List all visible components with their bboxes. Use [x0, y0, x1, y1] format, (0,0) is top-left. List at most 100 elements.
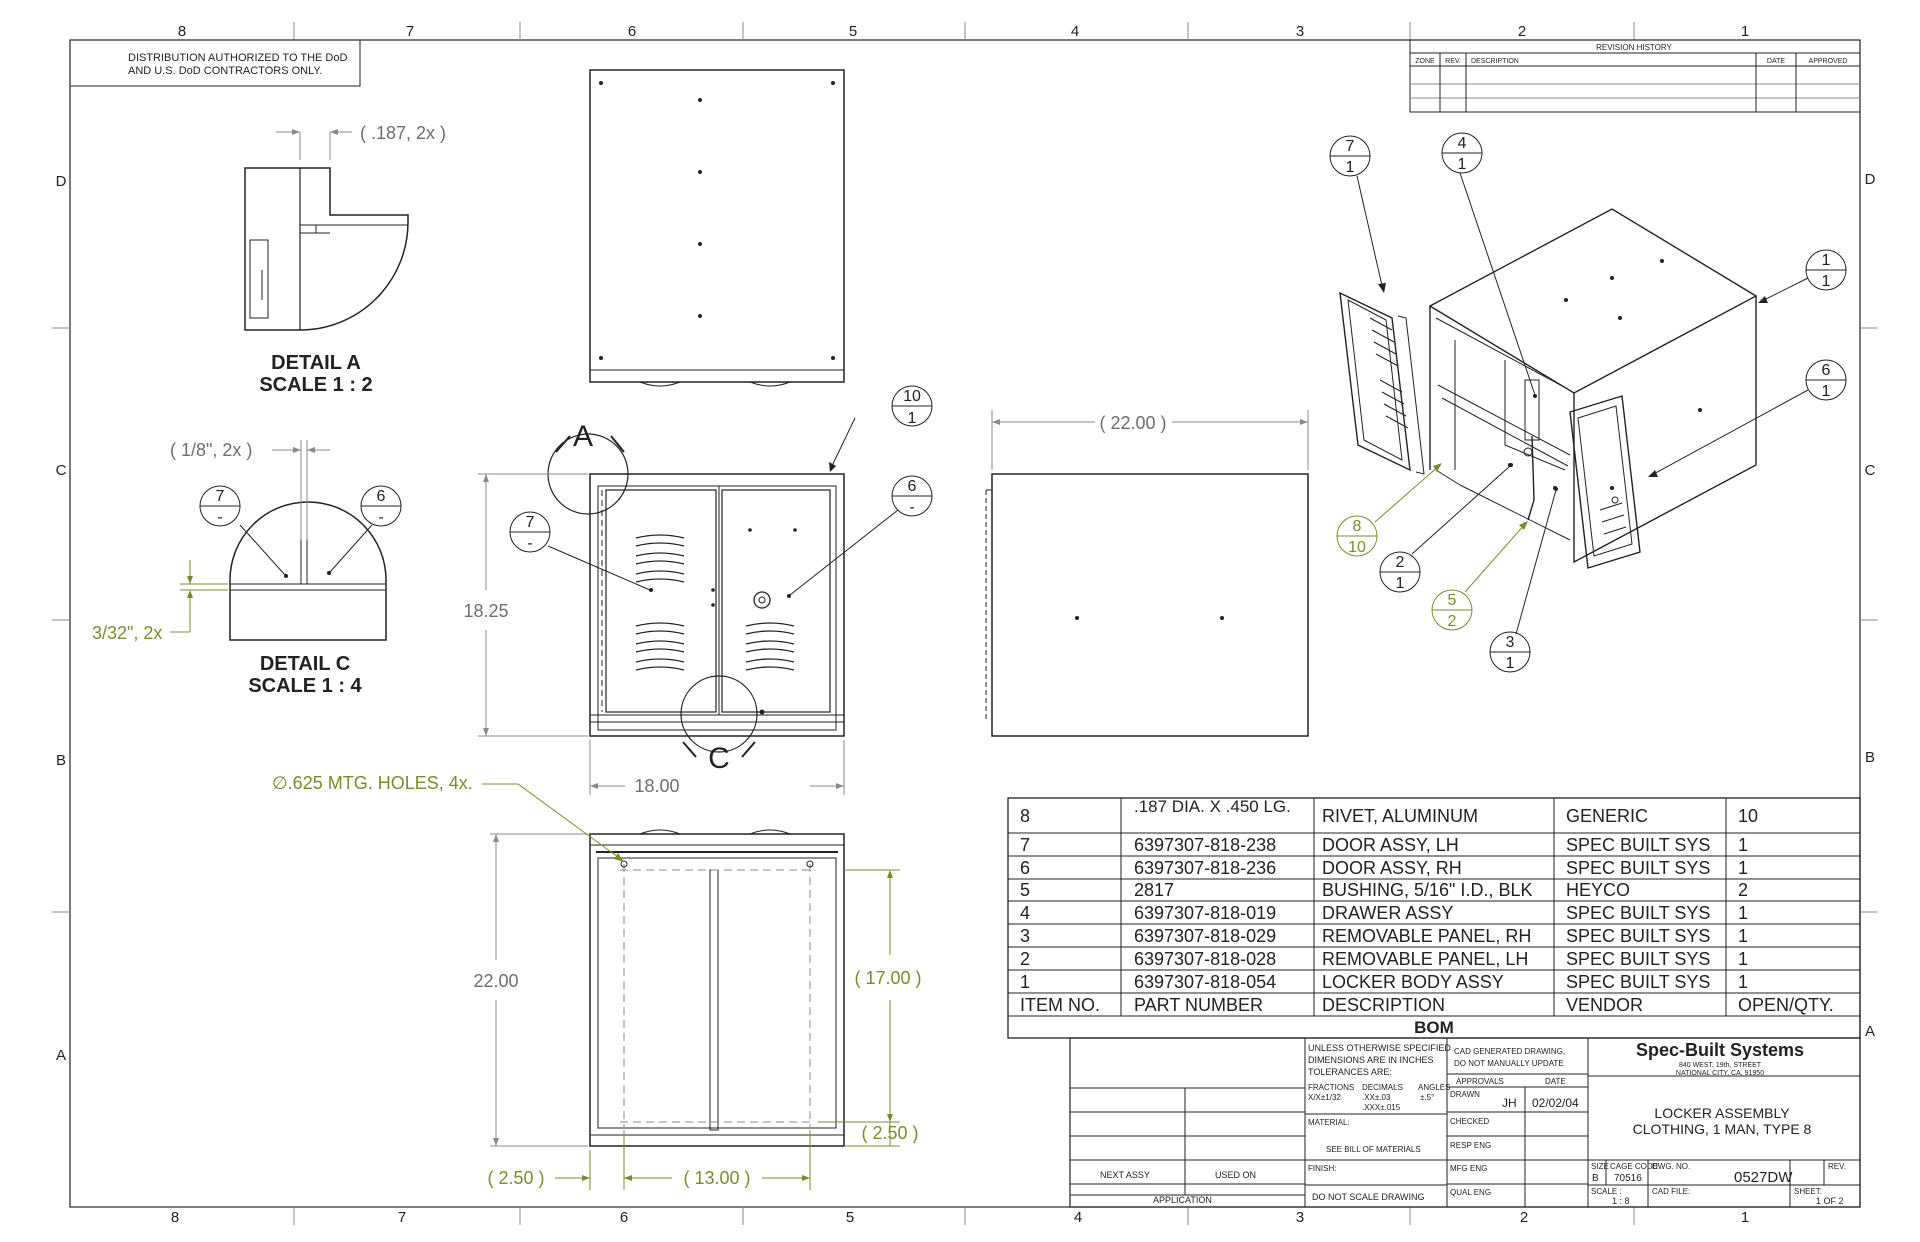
company-address: 840 WEST, 19th, STREET — [1679, 1062, 1762, 1069]
balloon-item-10: 10 1 — [829, 385, 933, 472]
decimals-label: DECIMALS — [1362, 1083, 1403, 1092]
scale-value: 1 : 8 — [1612, 1196, 1630, 1206]
resp-eng-label: RESP ENG — [1450, 1141, 1491, 1150]
decimals-value: .XX±.03 — [1362, 1093, 1391, 1102]
balloon-bottom: 1 — [1396, 575, 1405, 592]
angles-value: ±.5° — [1420, 1093, 1434, 1102]
dimension-17: ( 17.00 ) — [854, 968, 921, 988]
scale-label: SCALE : — [1591, 1187, 1622, 1196]
detail-a-marker: A — [573, 420, 593, 453]
bom-cell: 8 — [1020, 806, 1030, 826]
revision-header: DESCRIPTION — [1471, 58, 1519, 65]
bom-cell: 1 — [1020, 972, 1030, 992]
bom-cell: 10 — [1738, 806, 1758, 826]
balloon-top: 6 — [377, 488, 386, 505]
bom-cell: 1 — [1738, 926, 1748, 946]
zone-row: D — [1865, 171, 1876, 188]
bom-cell: 1 — [1738, 835, 1748, 855]
detail-c-dimension-small: 3/32", 2x — [92, 623, 162, 643]
detail-c-marker: C — [708, 742, 730, 775]
bom-cell: SPEC BUILT SYS — [1566, 858, 1710, 878]
side-view: ( 22.00 ) — [985, 410, 1309, 737]
bom-cell: 3 — [1020, 926, 1030, 946]
bom-cell: 6397307-818-236 — [1134, 858, 1276, 878]
bom-cell: 7 — [1020, 835, 1030, 855]
bom-cell: 6 — [1020, 858, 1030, 878]
balloon-bottom: 10 — [1348, 539, 1366, 556]
revision-title: REVISION HISTORY — [1596, 43, 1672, 52]
bom-cell: .187 DIA. X .450 LG. — [1134, 797, 1291, 816]
balloon-bottom: - — [217, 509, 222, 526]
zone-col: 6 — [620, 1209, 628, 1226]
balloon-top: 6 — [908, 478, 917, 495]
size-label: SIZE — [1591, 1162, 1609, 1171]
material-value: SEE BILL OF MATERIALS — [1326, 1145, 1421, 1154]
detail-a: ( .187, 2x ) DETAIL A SCALE 1 : 2 — [244, 123, 446, 396]
zone-labels: 8 7 6 5 4 3 2 1 8 7 6 5 4 3 2 1 D C B A … — [56, 23, 1876, 1226]
mfg-eng-label: MFG ENG — [1450, 1164, 1487, 1173]
material-label: MATERIAL: — [1308, 1118, 1350, 1127]
bom-cell: DOOR ASSY, RH — [1322, 858, 1462, 878]
angles-label: ANGLES — [1418, 1083, 1450, 1092]
decimals-value: .XXX±.015 — [1362, 1103, 1401, 1112]
balloon-top: 1 — [1822, 252, 1831, 269]
balloon-item-7: 7 - — [509, 511, 653, 592]
balloon-item-5-iso: 5 2 — [1431, 521, 1528, 631]
bom-cell: REMOVABLE PANEL, LH — [1322, 949, 1528, 969]
bom-header: OPEN/QTY. — [1738, 995, 1834, 1015]
bom-cell: 5 — [1020, 880, 1030, 900]
date-label: DATE — [1545, 1077, 1566, 1086]
front-view: A C 18.25 18.00 — [463, 420, 845, 796]
detail-c-callout-circle — [680, 675, 758, 753]
revision-header: DATE — [1767, 58, 1785, 65]
front-width-dimension: 18.00 — [634, 776, 679, 796]
zone-col: 8 — [178, 23, 186, 40]
bom-cell: 6397307-818-019 — [1134, 903, 1276, 923]
finish-label: FINISH: — [1308, 1164, 1336, 1173]
detail-c-scale: SCALE 1 : 4 — [248, 675, 362, 697]
balloon-bottom: 2 — [1448, 613, 1457, 630]
bom-table: 8 .187 DIA. X .450 LG. RIVET, ALUMINUM G… — [1007, 797, 1861, 1039]
next-assy-label: NEXT ASSY — [1100, 1170, 1150, 1180]
zone-col: 1 — [1741, 1209, 1749, 1226]
balloon-bottom: 1 — [908, 410, 917, 427]
application-label: APPLICATION — [1153, 1195, 1212, 1205]
detail-c-title: DETAIL C — [260, 653, 350, 675]
balloon-item-7-iso: 7 1 — [1329, 135, 1386, 293]
bom-cell: 6397307-818-238 — [1134, 835, 1276, 855]
revision-header: REV. — [1445, 58, 1461, 65]
tolerance-note: DIMENSIONS ARE IN INCHES — [1308, 1055, 1434, 1065]
mounting-holes-note: ∅.625 MTG. HOLES, 4x. — [272, 773, 473, 793]
cad-note: DO NOT MANUALLY UPDATE — [1454, 1059, 1564, 1068]
no-scale-note: DO NOT SCALE DRAWING — [1312, 1192, 1425, 1202]
zone-col: 7 — [406, 23, 414, 40]
balloon-top: 2 — [1396, 554, 1405, 571]
balloon-bottom: - — [378, 509, 383, 526]
balloons: 10 1 7 - 6 - 7 - 6 - 7 1 — [199, 132, 1847, 673]
company-name: Spec-Built Systems — [1636, 1040, 1804, 1060]
balloon-top: 5 — [1448, 592, 1457, 609]
bom-cell: REMOVABLE PANEL, RH — [1322, 926, 1531, 946]
balloon-bottom: 1 — [1822, 383, 1831, 400]
bom-cell: SPEC BUILT SYS — [1566, 972, 1710, 992]
cad-file-label: CAD FILE: — [1652, 1187, 1690, 1196]
rev-label: REV. — [1828, 1162, 1846, 1171]
notice-line: AND U.S. DoD CONTRACTORS ONLY. — [128, 65, 322, 77]
balloon-top: 6 — [1822, 362, 1831, 379]
balloon-bottom: - — [527, 535, 532, 552]
zone-col: 1 — [1741, 23, 1749, 40]
dimension-13: ( 13.00 ) — [683, 1168, 750, 1188]
bom-cell: 1 — [1738, 949, 1748, 969]
balloon-item-6-detail: 6 - — [360, 485, 402, 527]
revision-header: ZONE — [1415, 58, 1435, 65]
drawing-title: CLOTHING, 1 MAN, TYPE 8 — [1633, 1121, 1812, 1137]
bottom-view: 22.00 ∅.625 MTG. HOLES, 4x. ( 17.00 ) ( … — [272, 773, 922, 1190]
sheet-label: SHEET: — [1794, 1187, 1822, 1196]
bom-title: BOM — [1414, 1018, 1454, 1037]
bom-cell: 4 — [1020, 903, 1030, 923]
balloon-bottom: 1 — [1506, 655, 1515, 672]
bom-cell: HEYCO — [1566, 880, 1630, 900]
fractions-value: X/X±1/32 — [1308, 1093, 1341, 1102]
zone-row: A — [1865, 1023, 1875, 1040]
